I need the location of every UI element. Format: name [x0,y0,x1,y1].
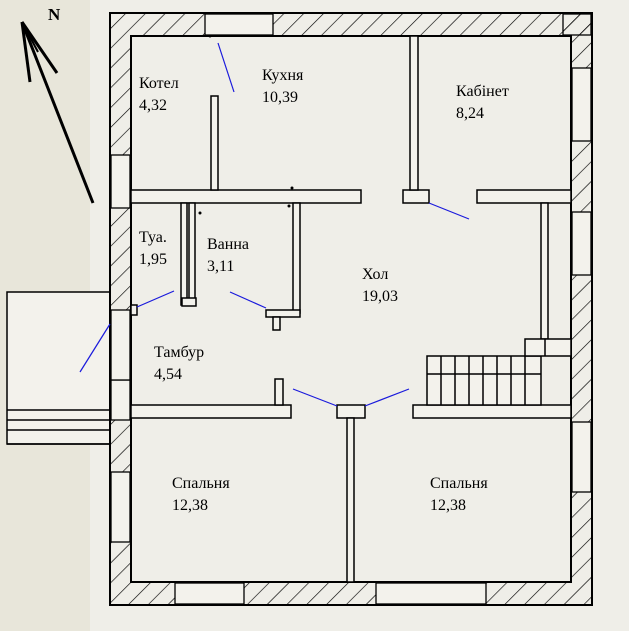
markers [198,34,294,215]
room-area: 10,39 [262,89,298,106]
room-kotel: Котел 4,32 [139,73,179,117]
room-tua: Туа. 1,95 [139,227,167,271]
room-name: Спальня [430,475,488,492]
room-kukhnia: Кухня 10,39 [262,65,303,109]
room-name: Ванна [207,236,249,253]
north-arrow-icon [20,21,95,204]
room-name: Котел [139,75,179,92]
room-area: 4,32 [139,97,167,114]
drawing-paper [90,0,629,631]
outer-walls [109,12,593,606]
room-vanna: Ванна 3,11 [207,234,249,278]
room-area: 8,24 [456,105,484,122]
room-area: 3,11 [207,258,235,275]
room-area: 19,03 [362,288,398,305]
interior-walls [130,35,572,583]
staircase [426,338,572,406]
room-spalnia-right: Спальня 12,38 [430,473,488,517]
room-spalnia-left: Спальня 12,38 [172,473,230,517]
room-name: Туа. [139,229,167,246]
room-name: Хол [362,266,389,283]
north-label: N [48,5,61,24]
porch [6,291,111,445]
room-area: 12,38 [430,497,466,514]
room-name: Кабінет [456,83,509,100]
room-name: Кухня [262,67,304,84]
room-area: 1,95 [139,251,167,268]
room-kabinet: Кабінет 8,24 [456,81,509,125]
door-swings [79,42,470,407]
room-name: Тамбур [154,344,205,361]
room-name: Спальня [172,475,230,492]
room-area: 4,54 [154,366,182,383]
room-khol: Хол 19,03 [362,264,398,308]
room-tambur: Тамбур 4,54 [154,342,204,386]
room-area: 12,38 [172,497,208,514]
